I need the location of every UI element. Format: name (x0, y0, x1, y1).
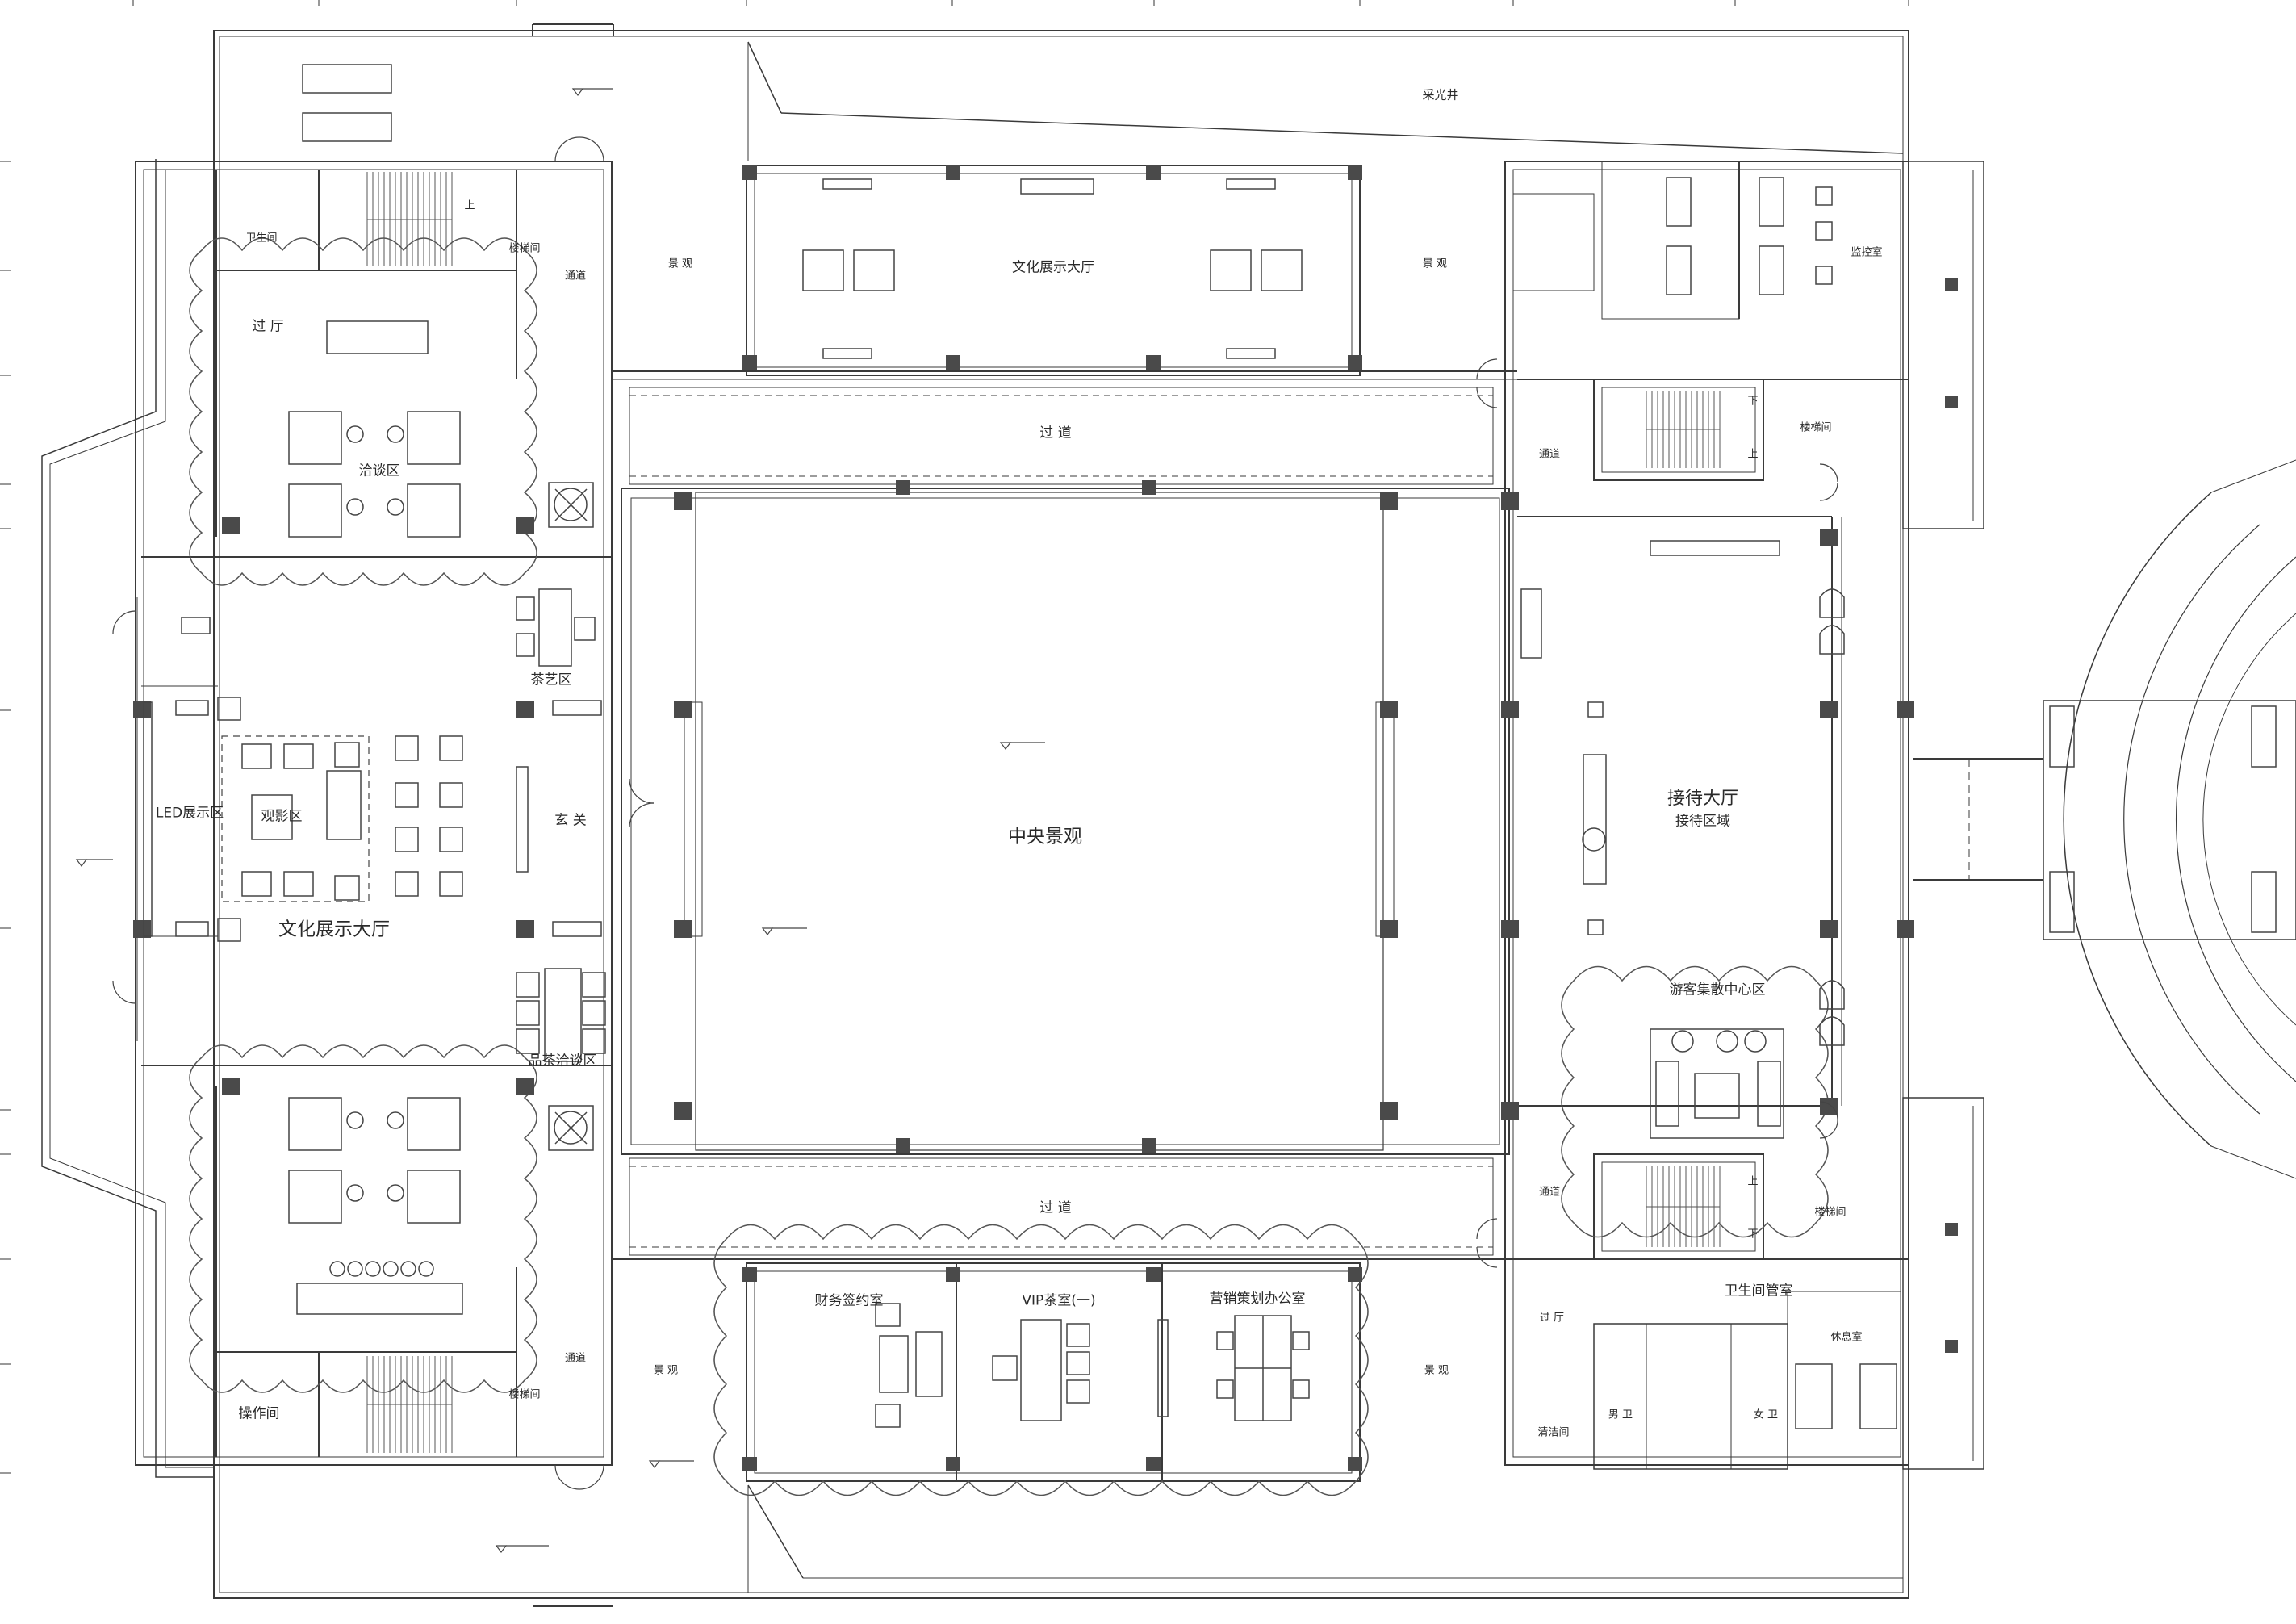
ne-utility-room (1512, 193, 1595, 291)
label-stair-room-e-south: 楼梯间 (1814, 1206, 1846, 1219)
label-tea-area: 茶艺区 (530, 672, 572, 689)
stair-se (1593, 1153, 1764, 1260)
stair-treads-sw (366, 1356, 453, 1453)
label-landscape-n2: 景 观 (1422, 257, 1448, 270)
label-passage-e-north: 通道 (1538, 448, 1561, 461)
label-reception-area: 接待区域 (1675, 813, 1730, 830)
columns (133, 165, 1958, 1471)
west-wing (135, 161, 613, 1466)
west-terrace (41, 159, 214, 1478)
label-passage-sw: 通道 (564, 1352, 587, 1365)
label-viewing-area: 观影区 (261, 808, 303, 825)
label-stair-room-e-north: 楼梯间 (1800, 421, 1832, 434)
door-icon (112, 136, 1838, 1490)
label-landscape-s2: 景 观 (1424, 1364, 1449, 1377)
cloud-negotiation-south (189, 1044, 537, 1393)
label-down-se: 下 (1747, 1228, 1759, 1241)
tea-table (538, 588, 572, 667)
label-tourist-center: 游客集散中心区 (1669, 982, 1766, 998)
reception-counter (1650, 540, 1780, 556)
east-canopy-north (1902, 161, 1984, 529)
label-entrance: 玄 关 (554, 812, 587, 829)
label-led-area: LED展示区 (155, 805, 224, 822)
stair-treads-se (1646, 1166, 1721, 1247)
south-rooms-block (746, 1262, 1361, 1482)
label-vip-tea-room: VIP茶室(一) (1022, 1292, 1096, 1309)
lounge-sofa-set (1650, 1028, 1784, 1139)
label-reception-hall: 接待大厅 (1667, 789, 1739, 809)
label-janitor-room: 清洁间 (1537, 1426, 1570, 1439)
negotiation-tables-south (288, 1097, 463, 1315)
label-restroom-mgmt: 卫生间管室 (1724, 1283, 1793, 1300)
cloud-tourist-center (1561, 965, 1829, 1238)
tea-negotiation-table (544, 968, 582, 1062)
label-negotiation-area: 洽谈区 (358, 463, 400, 479)
label-up-se: 上 (1747, 1175, 1759, 1188)
label-up-nw: 上 (464, 199, 475, 212)
led-wall (143, 701, 153, 937)
fan-icon (548, 482, 594, 1151)
car-icon (2049, 705, 2075, 768)
south-passage (629, 1157, 1494, 1256)
label-landscape-s1: 景 观 (653, 1364, 679, 1377)
stair-treads-ne (1646, 391, 1721, 468)
label-foyer-nw: 过 厅 (252, 318, 284, 335)
driveway-arc (2063, 492, 2212, 1147)
label-west-culture-hall: 文化展示大厅 (278, 919, 390, 940)
label-passage-e-south: 通道 (1538, 1186, 1561, 1199)
east-canopy-south (1902, 1097, 1984, 1470)
negotiation-tables-north (288, 320, 461, 538)
label-mens-wc: 男 卫 (1608, 1408, 1633, 1421)
porte-cochere (2043, 700, 2296, 940)
label-passage-nw: 通道 (564, 270, 587, 283)
label-down-ne: 下 (1747, 395, 1759, 408)
vip-tea-table (1020, 1319, 1062, 1421)
label-foyer-se: 过 厅 (1539, 1312, 1565, 1325)
label-stair-room-nw: 楼梯间 (508, 242, 541, 255)
finance-desk (879, 1335, 909, 1393)
label-marketing-office: 营销策划办公室 (1209, 1291, 1306, 1308)
label-finance-room: 财务签约室 (814, 1292, 884, 1309)
central-landscape-area (695, 492, 1384, 1151)
display-frame (802, 249, 844, 291)
label-skylight: 采光井 (1422, 87, 1459, 103)
label-rest-room: 休息室 (1830, 1331, 1863, 1344)
label-restroom-nw: 卫生间 (245, 232, 278, 245)
cloud-negotiation-north (189, 237, 537, 586)
building-inner-wall (219, 36, 1904, 1593)
label-north-culture-hall: 文化展示大厅 (1012, 259, 1094, 276)
label-monitor-room: 监控室 (1851, 246, 1883, 259)
skylight-boundary (747, 41, 782, 114)
label-operation-room: 操作间 (238, 1405, 280, 1422)
label-central-landscape: 中央景观 (1008, 826, 1082, 848)
stair-ne (1593, 379, 1764, 481)
label-passage-south: 过 道 (1039, 1199, 1072, 1216)
label-up-ne: 上 (1747, 448, 1759, 461)
central-courtyard (621, 488, 1510, 1155)
label-landscape-n1: 景 观 (667, 257, 693, 270)
label-womens-wc: 女 卫 (1753, 1408, 1779, 1421)
north-passage (629, 387, 1494, 485)
north-culture-hall-room (746, 165, 1361, 376)
triangle-marker-icon (75, 88, 1045, 1553)
viewing-area-zone (221, 735, 370, 902)
cloud-south-rooms (713, 1224, 1369, 1496)
label-tea-negotiation: 品茶洽谈区 (528, 1053, 597, 1069)
stair-treads-nw (366, 172, 453, 266)
label-passage-north: 过 道 (1039, 425, 1072, 442)
label-stair-room-sw: 楼梯间 (508, 1388, 541, 1401)
